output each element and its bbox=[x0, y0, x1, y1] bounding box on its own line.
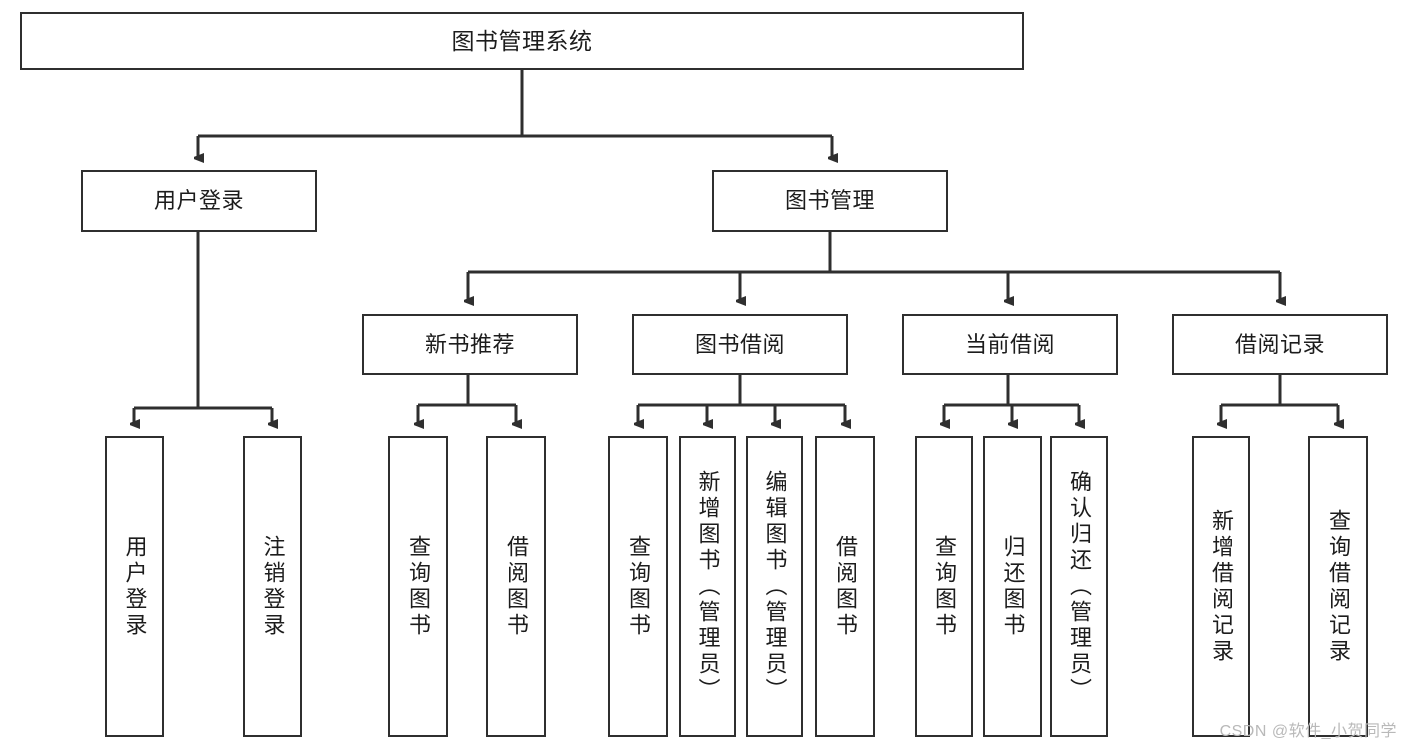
leaf-borrow-edit-book-admin[interactable]: 编辑图书（管理员） bbox=[746, 436, 803, 737]
node-book-borrow-label: 图书借阅 bbox=[694, 331, 785, 357]
leaf-record-add-borrow-record-label: 新增借阅记录 bbox=[1209, 508, 1234, 665]
leaf-borrow-add-book-admin[interactable]: 新增图书（管理员） bbox=[679, 436, 736, 737]
leaf-logout-label: 注销登录 bbox=[260, 534, 286, 639]
leaf-user-login[interactable]: 用户登录 bbox=[105, 436, 164, 737]
leaf-borrow-borrow-books[interactable]: 借阅图书 bbox=[815, 436, 875, 737]
leaf-current-confirm-return-admin[interactable]: 确认归还（管理员） bbox=[1050, 436, 1108, 737]
leaf-current-return-books-label: 归还图书 bbox=[1000, 534, 1026, 639]
node-current-borrow-label: 当前借阅 bbox=[964, 331, 1055, 357]
watermark: CSDN @软件_小贺同学 bbox=[1219, 723, 1397, 740]
leaf-borrow-add-book-admin-label: 新增图书（管理员） bbox=[695, 469, 721, 704]
node-root-label: 图书管理系统 bbox=[451, 27, 593, 54]
node-root[interactable]: 图书管理系统 bbox=[20, 12, 1024, 70]
leaf-newbook-query-books-label: 查询图书 bbox=[406, 534, 431, 639]
node-new-book-recommend[interactable]: 新书推荐 bbox=[362, 314, 578, 375]
leaf-record-query-borrow-record-label: 查询借阅记录 bbox=[1326, 508, 1351, 665]
node-book-borrow[interactable]: 图书借阅 bbox=[632, 314, 848, 375]
leaf-newbook-borrow-books[interactable]: 借阅图书 bbox=[486, 436, 546, 737]
node-current-borrow[interactable]: 当前借阅 bbox=[902, 314, 1118, 375]
leaf-newbook-borrow-books-label: 借阅图书 bbox=[504, 534, 529, 639]
node-new-book-recommend-label: 新书推荐 bbox=[424, 331, 515, 357]
node-book-management-label: 图书管理 bbox=[784, 188, 875, 214]
leaf-newbook-query-books[interactable]: 查询图书 bbox=[388, 436, 448, 737]
leaf-current-confirm-return-admin-label: 确认归还（管理员） bbox=[1067, 469, 1092, 704]
leaf-borrow-query-books[interactable]: 查询图书 bbox=[608, 436, 668, 737]
leaf-current-query-books-label: 查询图书 bbox=[932, 534, 957, 639]
leaf-record-query-borrow-record[interactable]: 查询借阅记录 bbox=[1308, 436, 1368, 737]
leaf-record-add-borrow-record[interactable]: 新增借阅记录 bbox=[1192, 436, 1250, 737]
node-user-login-label: 用户登录 bbox=[153, 188, 244, 214]
leaf-borrow-edit-book-admin-label: 编辑图书（管理员） bbox=[762, 469, 788, 704]
leaf-current-return-books[interactable]: 归还图书 bbox=[983, 436, 1042, 737]
leaf-logout[interactable]: 注销登录 bbox=[243, 436, 302, 737]
leaf-borrow-borrow-books-label: 借阅图书 bbox=[833, 534, 858, 639]
node-book-management[interactable]: 图书管理 bbox=[712, 170, 948, 232]
node-borrow-record-label: 借阅记录 bbox=[1234, 331, 1325, 357]
leaf-borrow-query-books-label: 查询图书 bbox=[626, 534, 651, 639]
node-borrow-record[interactable]: 借阅记录 bbox=[1172, 314, 1388, 375]
leaf-user-login-label: 用户登录 bbox=[122, 534, 148, 639]
leaf-current-query-books[interactable]: 查询图书 bbox=[915, 436, 973, 737]
node-user-login[interactable]: 用户登录 bbox=[81, 170, 317, 232]
